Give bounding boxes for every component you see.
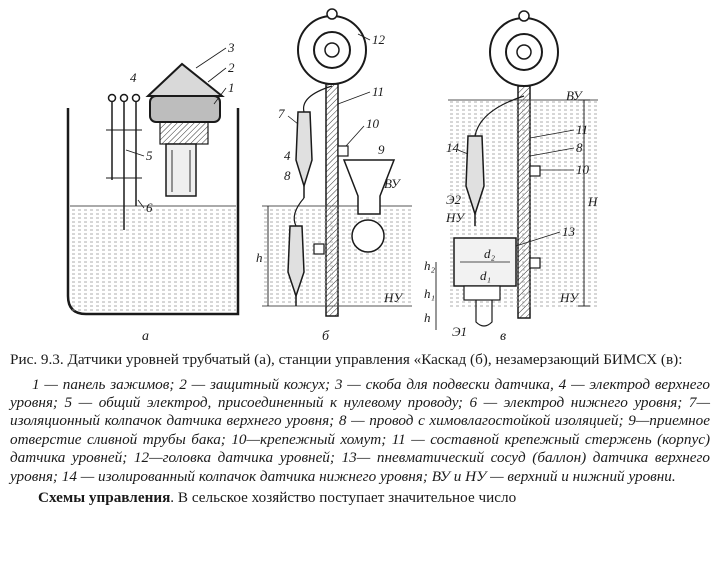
panel-c-labels: ВУ 11 8 10 14 13 H Э2 НУ d₂ d₁ h₂ h₁ h Э… [424, 88, 598, 339]
caption-block: Рис. 9.3. Датчики уровней трубчатый (а),… [10, 350, 710, 507]
terminal-panel [149, 95, 221, 123]
panel-b-labels: 12 11 7 10 9 4 8 ВУ НУ [278, 32, 404, 305]
figure-caption: Рис. 9.3. Датчики уровней трубчатый (а),… [10, 351, 683, 368]
label-13: 13 [562, 224, 576, 239]
paragraph-text: . В сельское хозяйство поступает значите… [170, 488, 517, 506]
label-5: 5 [146, 148, 153, 163]
label-11: 11 [372, 84, 384, 99]
panel-b: h 12 11 7 10 9 4 8 ВУ НУ б [256, 8, 412, 344]
level-lower: НУ [383, 290, 404, 305]
label-1: 1 [228, 80, 235, 95]
label-e1: Э1 [452, 324, 467, 339]
label-14: 14 [446, 140, 460, 155]
legend-text: 1 — панель зажимов; 2 — защитный кожух; … [10, 375, 710, 485]
level-upper: ВУ [384, 176, 402, 191]
water-area [70, 206, 236, 312]
dim-h: h [256, 250, 263, 265]
level-lower-right: НУ [559, 290, 580, 305]
sensor-body [165, 143, 197, 197]
subcaption-c: в [500, 329, 506, 344]
label-3: 3 [227, 40, 235, 55]
figure-legend: 1 — панель зажимов; 2 — защитный кожух; … [10, 376, 710, 486]
label-6: 6 [146, 200, 153, 215]
label-10: 10 [366, 116, 380, 131]
label-4: 4 [284, 148, 291, 163]
label-e2: Э2 [446, 192, 462, 207]
water-area [262, 206, 412, 308]
level-lower: НУ [445, 210, 466, 225]
label-11: 11 [576, 122, 588, 137]
label-9: 9 [378, 142, 385, 157]
label-4: 4 [130, 70, 137, 85]
label-2: 2 [228, 60, 235, 75]
body-paragraph: Схемы управления. В сельское хозяйство п… [10, 488, 710, 507]
drain-funnel [342, 159, 396, 215]
level-upper: ВУ [566, 88, 584, 103]
dim-h1: h₁ [424, 286, 435, 301]
label-8: 8 [284, 168, 291, 183]
label-12: 12 [372, 32, 386, 47]
label-d2: d₂ [484, 246, 496, 261]
label-7: 7 [278, 106, 285, 121]
subcaption-a: а [142, 329, 149, 344]
panel-c: ВУ 11 8 10 14 13 H Э2 НУ d₂ d₁ h₂ h₁ h Э… [424, 10, 598, 344]
dim-H: H [587, 194, 598, 209]
paragraph-heading: Схемы управления [38, 488, 171, 506]
label-10: 10 [576, 162, 590, 177]
dim-h2: h₂ [424, 258, 436, 273]
dim-h: h [424, 310, 431, 325]
label-d1: d₁ [480, 268, 491, 283]
panel-a: 3 2 1 4 5 6 а [66, 40, 240, 344]
figure-drawing: 3 2 1 4 5 6 а [66, 8, 598, 344]
label-8: 8 [576, 140, 583, 155]
panel-a-labels: 3 2 1 4 5 6 [125, 40, 235, 215]
subcaption-b: б [322, 329, 330, 344]
